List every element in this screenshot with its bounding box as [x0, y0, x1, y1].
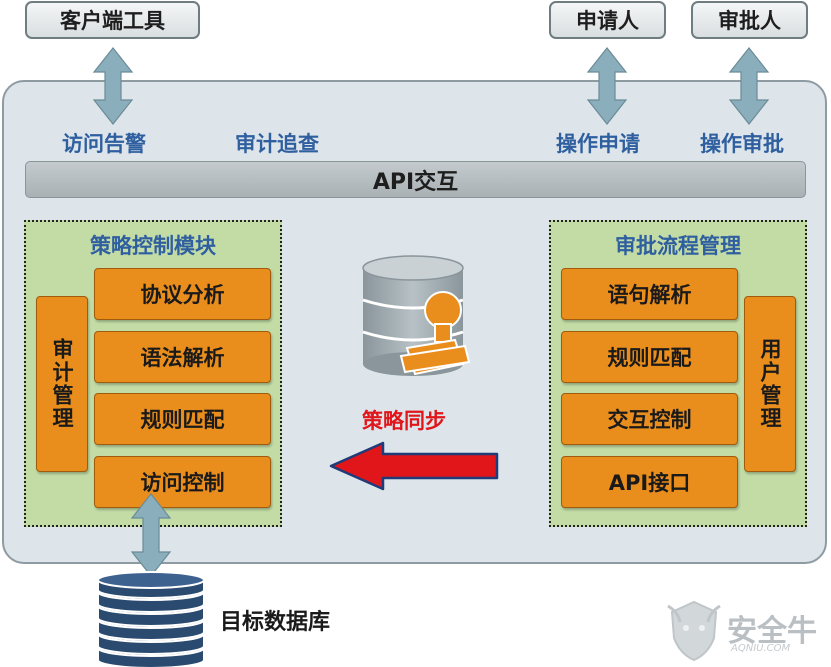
client-double-arrow-icon [92, 47, 134, 125]
applicant-double-arrow-icon [586, 47, 628, 125]
op-approve-label: 操作审批 [700, 132, 784, 156]
watermark-text: 安全牛 [727, 614, 817, 649]
access-alert-label: 访问告警 [62, 132, 146, 156]
client-tool-label: 客户端工具 [60, 9, 165, 33]
statement-parse-label: 语句解析 [607, 283, 692, 307]
right-item-box: API接口 [561, 456, 738, 508]
watermark-sub: AQNIU.COM [731, 643, 791, 654]
bull-shield-icon [670, 600, 718, 662]
sync-left-arrow-icon [329, 441, 499, 491]
right-item-box: 规则匹配 [561, 331, 738, 383]
sync-arrow [329, 441, 499, 491]
interaction-control-label: 交互控制 [607, 408, 692, 432]
right-item-box: 语句解析 [561, 268, 738, 320]
audit-trace-label: 审计追查 [235, 132, 319, 156]
user-management-label: 用户管理 [758, 338, 782, 430]
top-arrows [92, 47, 770, 125]
applicant-label: 申请人 [576, 9, 639, 33]
audit-management-box: 审计管理 [36, 296, 88, 472]
op-request-label: 操作申请 [556, 132, 640, 156]
right-item-box: 交互控制 [561, 393, 738, 445]
approver-label: 审批人 [718, 9, 781, 33]
audit-management-label: 审计管理 [50, 338, 74, 430]
left-item-box: 语法解析 [94, 331, 271, 383]
rule-match-label: 规则匹配 [140, 408, 225, 432]
client-tool-box: 客户端工具 [25, 1, 200, 39]
access-control-label: 访问控制 [140, 471, 225, 495]
user-management-box: 用户管理 [744, 296, 796, 472]
policy-control-title: 策略控制模块 [90, 234, 216, 258]
target-database-label: 目标数据库 [220, 610, 331, 635]
db-double-arrow-icon [130, 493, 172, 577]
rule-match-label-right: 规则匹配 [607, 346, 692, 370]
policy-sync-label: 策略同步 [362, 409, 446, 433]
watermark-logo [667, 600, 721, 662]
database-stamp-icon [362, 255, 471, 376]
left-item-box: 规则匹配 [94, 393, 271, 445]
db-arrow [130, 493, 172, 577]
api-bar-label: API交互 [372, 169, 459, 195]
api-interaction-bar: API交互 [25, 161, 806, 198]
approver-box: 审批人 [691, 1, 808, 39]
approval-flow-title: 审批流程管理 [615, 234, 741, 258]
applicant-box: 申请人 [549, 1, 666, 39]
left-item-box: 协议分析 [94, 268, 271, 320]
target-database-icon [97, 571, 205, 667]
api-interface-label: API接口 [608, 471, 691, 495]
left-item-box: 访问控制 [94, 456, 271, 508]
syntax-parse-label: 语法解析 [140, 346, 225, 370]
approver-double-arrow-icon [728, 47, 770, 125]
protocol-analysis-label: 协议分析 [140, 283, 225, 307]
